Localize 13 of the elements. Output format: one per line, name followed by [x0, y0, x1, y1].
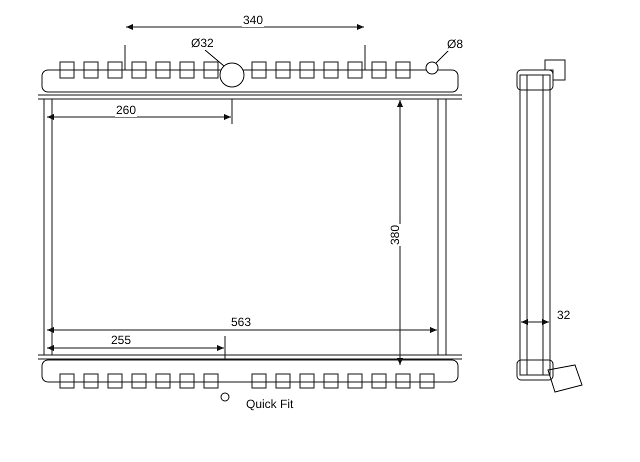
dimension-label: 32 — [556, 308, 572, 322]
dimension-label: 563 — [230, 315, 252, 329]
leader-line — [436, 50, 450, 64]
dimension-label: 340 — [242, 13, 264, 27]
inlet-pipe — [220, 62, 244, 88]
diameter-label: Ø32 — [190, 36, 215, 50]
diameter-label: Ø8 — [446, 37, 464, 51]
leader-line — [204, 50, 224, 66]
fitting — [426, 62, 438, 74]
dimension-label: 380 — [388, 224, 402, 246]
dimension-label: Quick Fit — [245, 397, 294, 411]
dimension-label: 255 — [110, 333, 132, 347]
dimension-label: 260 — [115, 103, 138, 117]
